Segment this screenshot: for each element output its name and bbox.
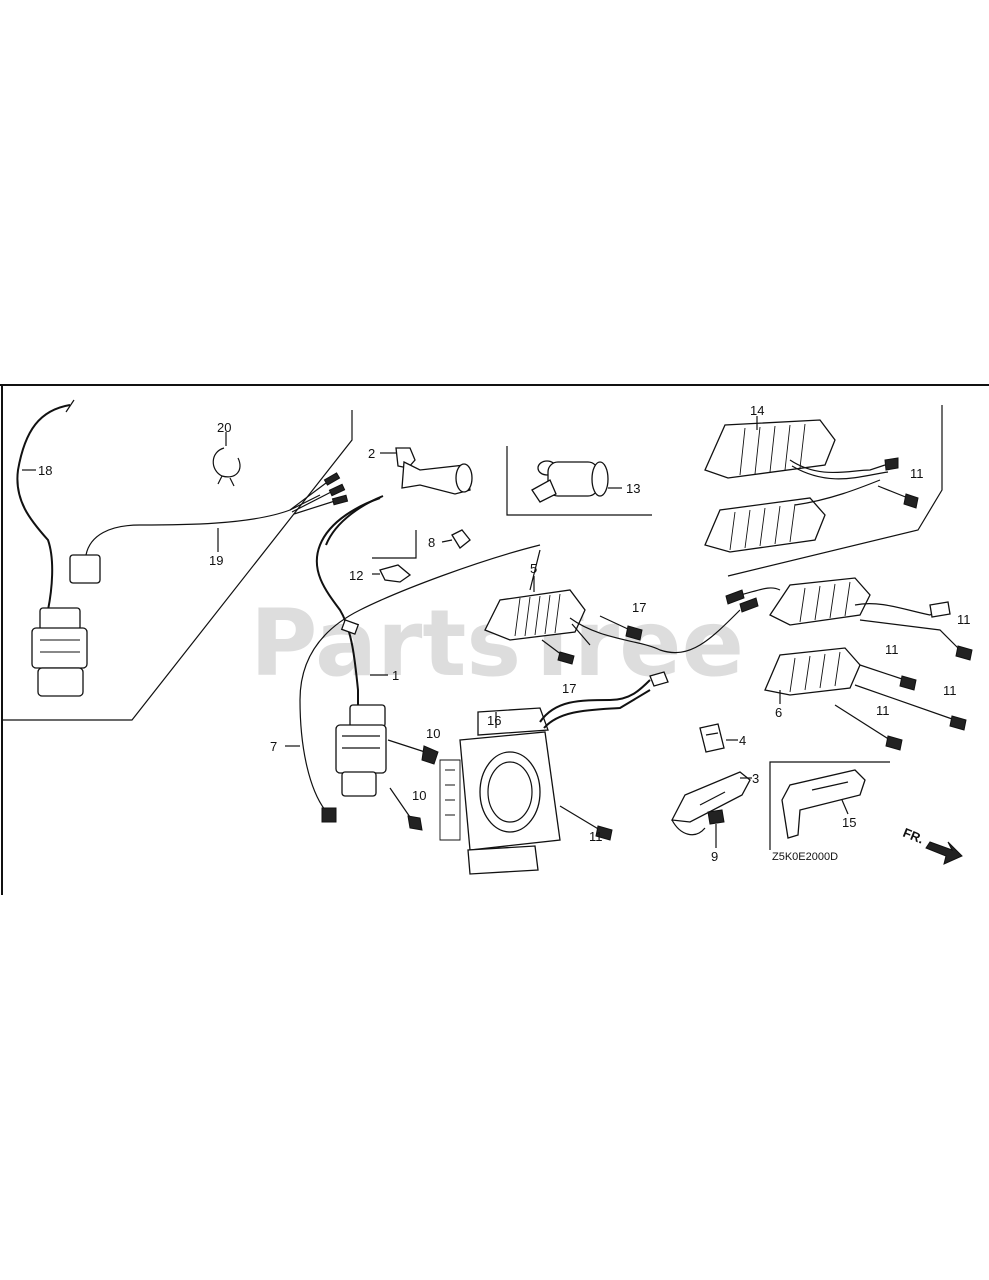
callout-16: 16 [487,713,501,728]
frame [0,384,989,895]
rotor-housing-16 [439,671,669,875]
callout-11-d: 11 [943,683,957,698]
callout-5: 5 [530,561,537,576]
callout-6: 6 [775,705,782,720]
callout-10-a: 10 [426,726,440,741]
callout-8: 8 [428,535,435,550]
diagram-code: Z5K0E2000D [772,851,838,863]
callout-2: 2 [368,446,375,461]
callout-19: 19 [209,553,223,568]
callout-11-f: 11 [589,829,603,844]
callout-11-c: 11 [885,642,899,657]
callout-13: 13 [626,481,640,496]
callout-17-b: 17 [562,681,576,696]
charge-coil-6 [725,577,973,751]
direction-marker: FR. [901,825,963,865]
callout-12: 12 [349,568,363,583]
harness-group [2,399,353,721]
callout-3: 3 [752,771,759,786]
callout-1: 1 [392,668,399,683]
callout-18: 18 [38,463,52,478]
callout-14: 14 [750,403,764,418]
callout-20: 20 [217,420,231,435]
plug-boot-group [506,446,652,516]
callouts: 18 20 19 2 8 12 13 14 11 5 17 17 1 11 11… [38,403,971,864]
callout-11-b: 11 [957,612,971,627]
callout-4: 4 [739,733,746,748]
callout-7: 7 [270,739,277,754]
charge-coil-14 [704,405,943,577]
fr-label: FR. [901,825,926,847]
callout-17-a: 17 [632,600,646,615]
clip-group [372,529,471,583]
callout-9: 9 [711,849,718,864]
callout-11-a: 11 [910,466,924,481]
small-parts-3-4-9 [670,723,752,848]
callout-11-e: 11 [876,703,890,718]
ignition-coil-group [285,447,541,831]
exciter-coil-5 [484,549,759,665]
bracket-15 [769,761,890,850]
callout-10-b: 10 [412,788,426,803]
callout-15: 15 [842,815,856,830]
